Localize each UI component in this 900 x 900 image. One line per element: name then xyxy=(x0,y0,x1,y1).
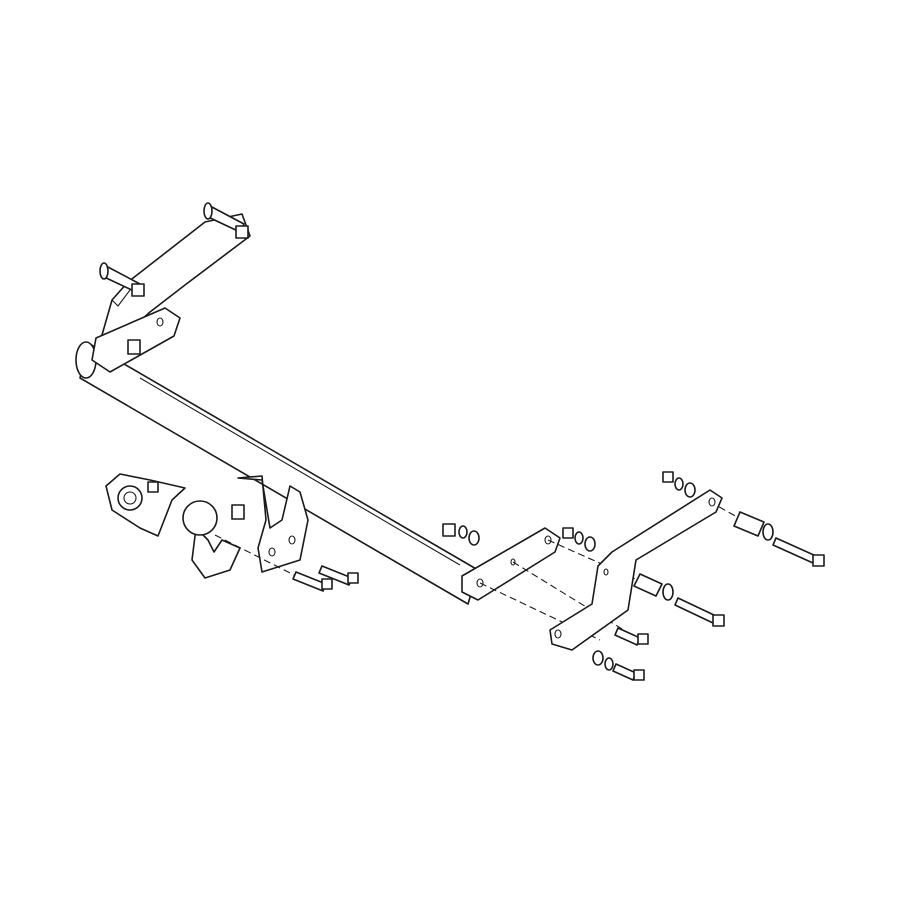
right-spacer-1 xyxy=(733,511,825,567)
bolt-right-lower-1 xyxy=(614,627,649,646)
right-bracket xyxy=(549,489,723,651)
tow-ball xyxy=(182,500,245,579)
right-tube-plate xyxy=(461,527,561,601)
bolt-center-1 xyxy=(318,565,359,586)
bolt-right-lower-2 xyxy=(592,650,645,681)
right-nuts xyxy=(442,471,696,552)
bolt-top-right xyxy=(203,202,249,239)
cross-tube xyxy=(75,341,479,605)
socket-plate xyxy=(105,473,186,537)
center-bracket xyxy=(237,475,309,573)
right-spacer-2 xyxy=(633,573,725,627)
left-tube-plate xyxy=(91,307,181,373)
bolt-top-left xyxy=(99,262,145,297)
bolt-center-2 xyxy=(292,571,333,592)
